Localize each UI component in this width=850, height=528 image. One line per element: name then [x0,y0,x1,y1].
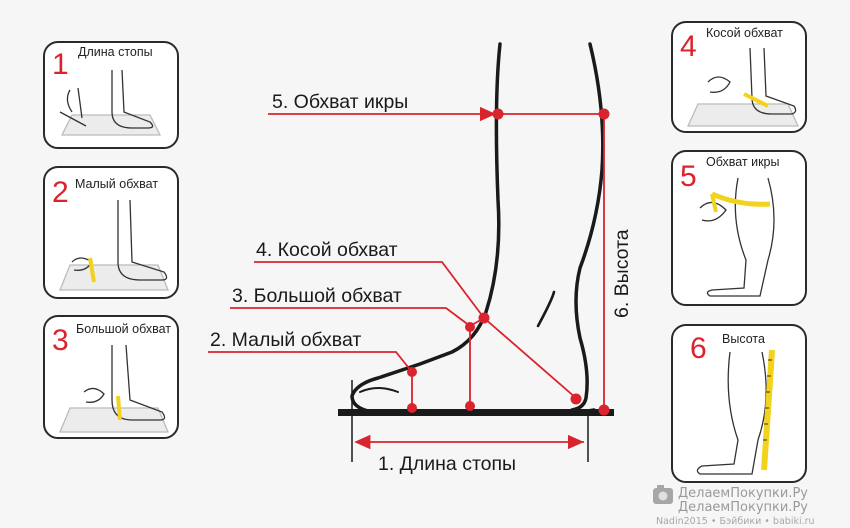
height-measure-icon [696,349,775,475]
label-big: 3. Большой обхват [232,285,402,307]
label-small: 2. Малый обхват [210,329,361,351]
panel-number: 2 [52,176,69,209]
measurement-points [407,108,610,416]
big-top-point [465,322,475,332]
panel-small-girth: 2 Малый обхват [43,166,179,299]
oblique-top-point [478,312,490,324]
panel-number: 5 [680,160,697,193]
small-girth-measure-icon [59,199,169,291]
panel-title: Большой обхват [76,322,171,336]
panel-title: Малый обхват [75,177,158,191]
panel-number: 3 [52,324,69,357]
camera-icon [653,485,673,504]
label-length: 1. Длина стопы [378,453,516,475]
label-calf: 5. Обхват икры [272,91,408,113]
label-oblique: 4. Косой обхват [256,239,398,261]
oblique-bottom-point [570,393,582,405]
foot-length-measure-icon [59,69,162,136]
main-labels: 5. Обхват икры 4. Косой обхват 3. Большо… [210,91,633,475]
small-bottom-point [407,403,417,413]
panel-foot-length: 1 Длина стопы [43,41,179,149]
panel-number: 4 [680,30,697,63]
big-bottom-point [465,401,475,411]
watermark-line3: Nadin2015 • Бэйбики • babiki.ru [656,516,815,527]
big-girth-measure-icon [59,344,169,433]
height-bottom-point [598,404,610,416]
panel-title: Косой обхват [706,26,783,40]
panel-title: Высота [722,332,765,346]
measurement-lines [208,106,605,450]
panel-title: Длина стопы [78,45,153,59]
panel-calf-girth: 5 Обхват икры [671,150,807,306]
panel-big-girth: 3 Большой обхват [43,315,179,439]
panel-oblique-girth: 4 Косой обхват [671,21,807,133]
calf-girth-measure-icon [699,177,775,297]
watermark-line2: ДелаемПокупки.Ру [678,500,808,515]
floor-line [338,409,614,416]
watermark: ДелаемПокупки.Ру ДелаемПокупки.Ру Nadin2… [653,485,815,527]
calf-front-point [492,108,504,120]
small-top-point [407,367,417,377]
panel-title: Обхват икры [706,155,779,169]
panel-number: 6 [690,332,707,365]
panel-number: 1 [52,48,69,81]
watermark-line1: ДелаемПокупки.Ру [678,486,808,501]
calf-back-point [598,108,610,120]
oblique-girth-measure-icon [686,47,800,127]
label-height: 6. Высота [611,229,633,318]
panel-height: 6 Высота [671,324,807,483]
